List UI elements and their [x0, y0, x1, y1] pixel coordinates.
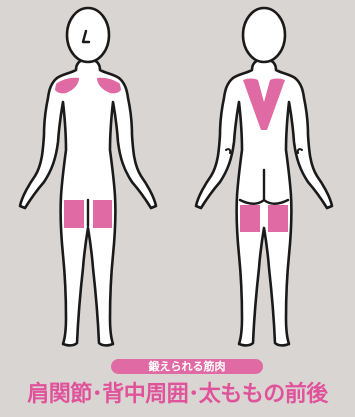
front-head: [67, 8, 109, 62]
trained-muscles-label: 鍛えられる筋肉: [111, 359, 263, 374]
back-view: [196, 8, 332, 345]
front-right-thigh-highlight: [93, 200, 112, 228]
back-body-outline: [196, 59, 332, 345]
back-left-thigh-highlight: [240, 205, 260, 232]
back-head: [243, 8, 285, 62]
back-right-thigh-highlight: [268, 205, 288, 232]
muscle-list-caption: 肩関節･背中周囲･太ももの前後: [0, 378, 355, 412]
front-view: [20, 8, 156, 345]
front-left-thigh-highlight: [64, 200, 84, 228]
